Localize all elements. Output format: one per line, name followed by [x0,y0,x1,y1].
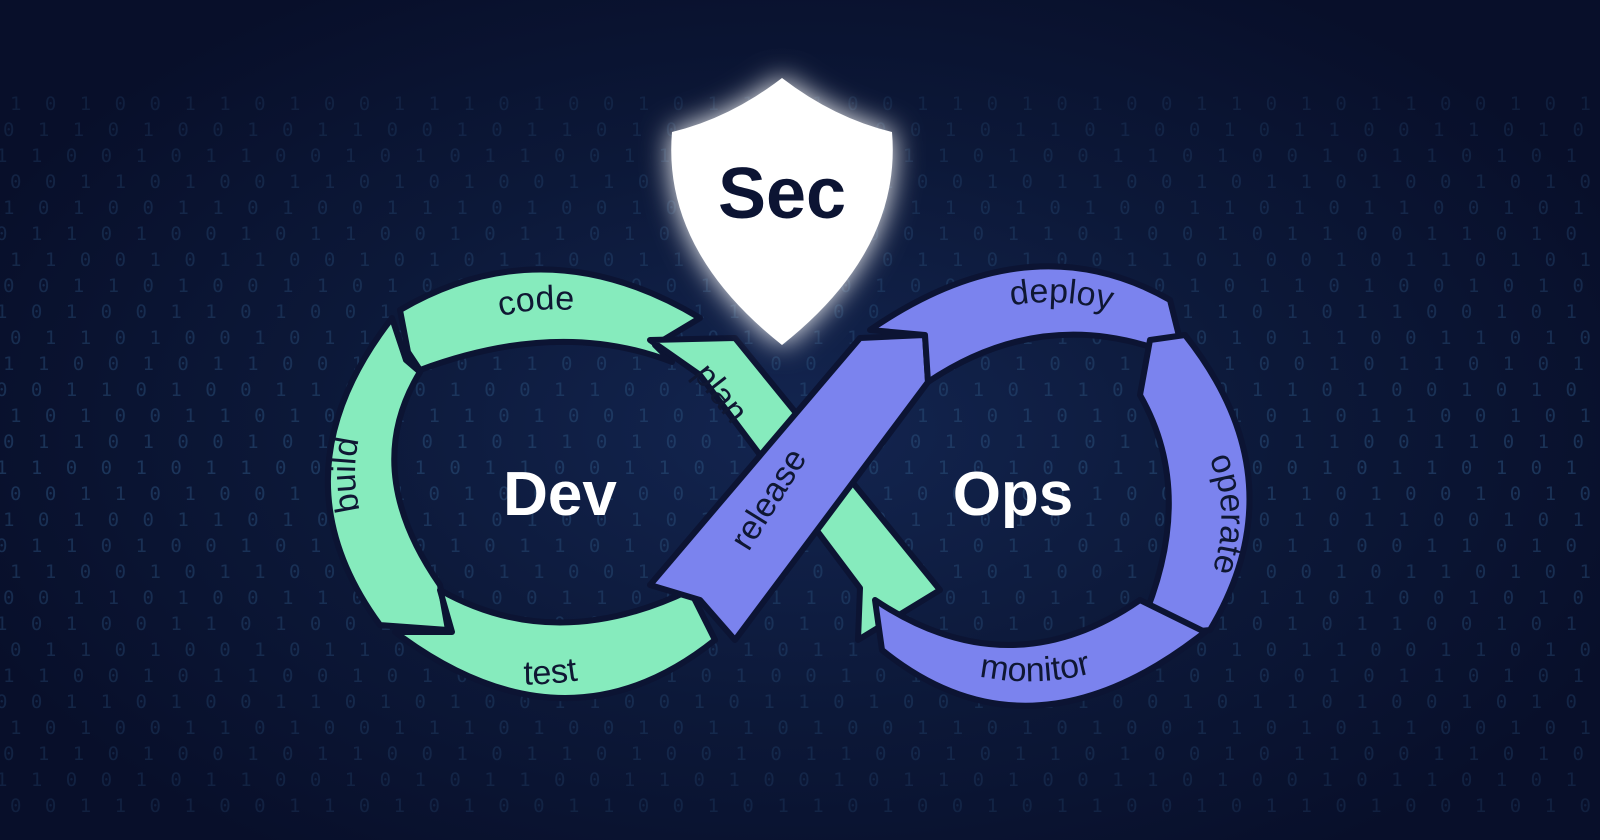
label-build: build [325,434,368,516]
binary-row: 0 0 1 1 0 1 0 0 1 1 0 1 0 1 0 0 1 1 0 0 … [0,691,1600,713]
segment-test [392,587,718,701]
binary-row: 1 1 0 0 1 0 1 1 0 0 1 0 1 0 1 1 0 0 1 1 … [3,665,1600,687]
binary-row: 1 1 0 0 1 0 1 1 0 0 1 0 1 0 1 1 0 0 1 1 … [0,769,1600,791]
binary-row: 0 1 1 0 1 0 0 1 0 1 1 0 0 1 0 1 1 0 1 0 … [3,743,1600,765]
label-test: test [523,651,580,693]
shield-icon: Sec [671,78,893,345]
label-monitor: monitor [978,644,1093,689]
segment-deploy [867,263,1188,385]
sec-label: Sec [718,154,846,234]
segment-operate [1132,332,1253,641]
ops-loop [647,263,1253,709]
binary-row: 0 0 1 1 0 1 0 0 1 1 0 1 0 1 0 0 1 1 0 0 … [10,795,1600,817]
binary-row: 1 0 1 0 0 1 1 0 1 0 0 1 1 1 0 1 0 0 1 0 … [10,717,1600,739]
dev-label: Dev [503,460,617,529]
ops-label: Ops [953,460,1074,529]
segment-build [324,315,451,633]
segment-monitor [872,597,1208,709]
